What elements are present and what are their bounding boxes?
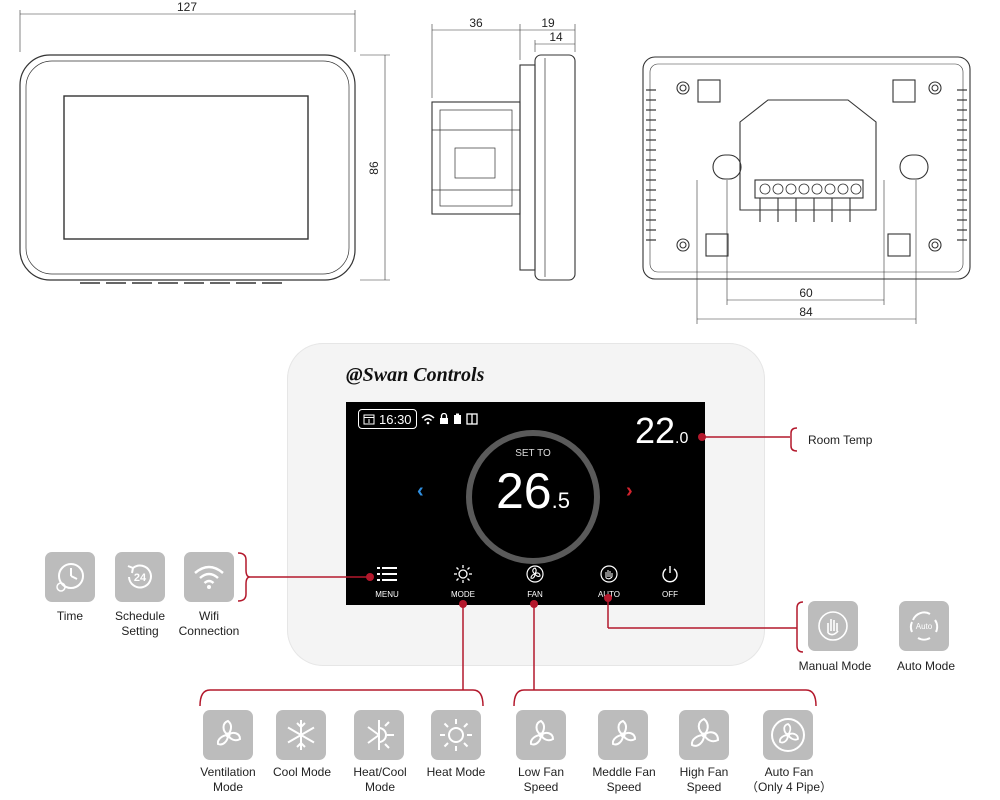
power-icon [662,566,678,583]
auto-fan-tile [763,710,813,760]
fan-button-label: FAN [527,590,543,599]
set-to-label: SET TO [515,448,551,459]
sun-icon [440,719,472,751]
dim-front-width: 127 [177,0,197,14]
ventilation-tile [203,710,253,760]
auto-fan-caption: Auto Fan（Only 4 Pipe） [745,765,833,794]
dim-side-total: 19 [541,16,555,30]
room-temp-callout: Room Temp [808,433,873,447]
fan-low-icon [529,719,555,746]
window-icon [465,413,478,425]
clock-icon [56,563,84,592]
decrease-arrow-icon[interactable]: ‹ [417,480,424,502]
menu-icon [377,567,397,581]
setpoint-dec: .5 [551,488,570,513]
cool-tile [276,710,326,760]
wifi-tile [184,552,234,602]
calendar-icon [363,414,375,425]
room-temp-display: 22.0 [635,410,688,452]
schedule-tile: 24 [115,552,165,602]
back-view [642,56,971,324]
time-caption: Time [56,609,84,623]
svg-text:24: 24 [134,572,147,584]
time-tile [45,552,95,602]
heat-tile [431,710,481,760]
fan-icon [526,565,544,583]
increase-arrow-icon[interactable]: › [626,480,633,502]
fan-auto-icon [771,718,805,752]
off-button-label: OFF [662,590,678,599]
dim-side-face: 14 [549,30,563,44]
hand-icon [818,611,848,641]
clock-time: 16:30 [379,411,412,427]
menu-button-label: MENU [375,590,399,599]
auto-cycle-icon: Auto [909,611,939,641]
menu-button[interactable]: MENU [360,565,414,599]
room-temp-int: 22 [635,410,676,451]
wifi-icon [194,565,224,589]
schedule-24-icon: 24 [127,564,152,589]
wifi-status-icon [421,414,435,425]
setpoint-ring [466,430,600,564]
fan-medium-icon [611,719,637,746]
dim-side-depth: 36 [469,16,483,30]
heat-cool-tile [354,710,404,760]
auto-mode-tile: Auto [899,601,949,651]
manual-mode-caption: Manual Mode [798,659,872,673]
auto-tile-text: Auto [916,622,933,631]
mode-button[interactable]: MODE [436,565,490,599]
setpoint-int: 26 [496,463,552,519]
lock-icon [439,413,448,424]
mode-button-label: MODE [451,590,475,599]
heat-caption: Heat Mode [426,765,486,779]
snowflake-icon [287,720,315,750]
front-view [19,10,390,284]
low-fan-tile [516,710,566,760]
room-temp-dec: .0 [675,430,689,447]
fan-high-icon [690,717,720,747]
heat-cool-icon [367,720,394,750]
high-fan-tile [679,710,729,760]
hand-icon [600,565,618,583]
cool-caption: Cool Mode [272,765,332,779]
auto-mode-caption: Auto Mode [896,659,956,673]
manual-mode-tile [808,601,858,651]
fan-button[interactable]: FAN [508,565,562,599]
brand-title: @Swan Controls [346,364,485,386]
setpoint-value: 26.5 [466,462,600,520]
fan-icon [216,719,242,746]
status-bar: 16:30 [358,409,478,429]
sun-icon [454,565,472,583]
battery-icon [453,413,461,424]
dim-back-inner: 60 [799,286,813,300]
medium-fan-tile [598,710,648,760]
dim-front-height: 86 [367,161,381,175]
clock: 16:30 [358,409,417,429]
off-button[interactable]: OFF [643,565,697,599]
technical-drawings: 127 86 36 19 14 [19,0,971,324]
side-view [431,24,576,281]
dim-back-outer: 84 [799,305,813,319]
